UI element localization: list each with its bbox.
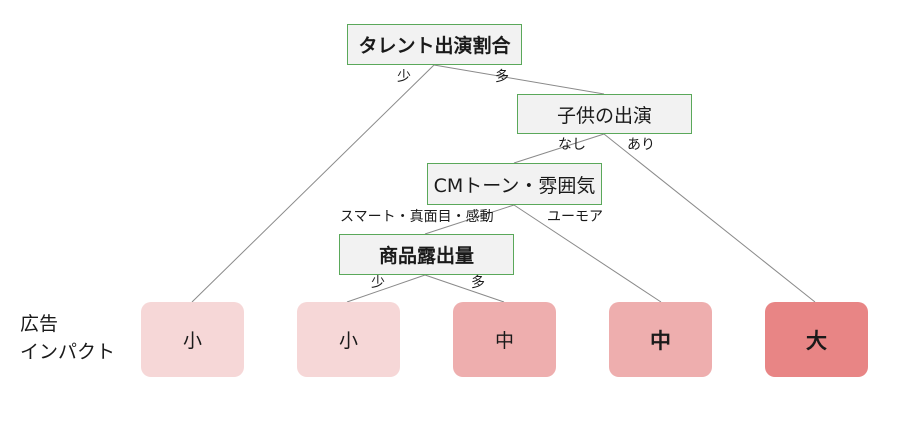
leaf-impact-3: 中 bbox=[453, 302, 556, 377]
edge-root-to-leaf1 bbox=[191, 64, 435, 303]
leaf-impact-4: 中 bbox=[609, 302, 712, 377]
node-product-exposure: 商品露出量 bbox=[339, 234, 514, 275]
leaf-impact-2: 小 bbox=[297, 302, 400, 377]
edge-label-cm-right: ユーモア bbox=[547, 209, 603, 225]
ad-impact-label: 広告 インパクト bbox=[20, 310, 115, 366]
edge-cm-to-leaf4 bbox=[513, 204, 662, 303]
edge-child-to-cm bbox=[513, 133, 605, 164]
edge-product-to-leaf2 bbox=[346, 274, 426, 303]
edge-label-product-left: 少 bbox=[371, 275, 385, 291]
leaf-impact-5: 大 bbox=[765, 302, 868, 377]
edge-label-root-right: 多 bbox=[495, 69, 509, 85]
edge-label-root-left: 少 bbox=[397, 69, 411, 85]
edge-label-cm-left: スマート・真面目・感動 bbox=[340, 209, 494, 225]
edge-root-to-child bbox=[433, 64, 605, 95]
ad-impact-label-line2: インパクト bbox=[20, 341, 116, 363]
leaf-impact-1: 小 bbox=[141, 302, 244, 377]
edge-product-to-leaf3 bbox=[424, 274, 505, 303]
edge-label-child-left: なし bbox=[558, 137, 586, 153]
edge-cm-to-product bbox=[424, 204, 515, 235]
node-talent-ratio: タレント出演割合 bbox=[347, 24, 522, 65]
node-cm-tone: CMトーン・雰囲気 bbox=[427, 163, 602, 205]
ad-impact-label-line1: 広告 bbox=[20, 313, 59, 335]
node-child-appearance: 子供の出演 bbox=[517, 94, 692, 134]
edge-label-child-right: あり bbox=[627, 137, 655, 153]
edge-label-product-right: 多 bbox=[471, 275, 485, 291]
edge-child-to-leaf5 bbox=[603, 133, 816, 303]
